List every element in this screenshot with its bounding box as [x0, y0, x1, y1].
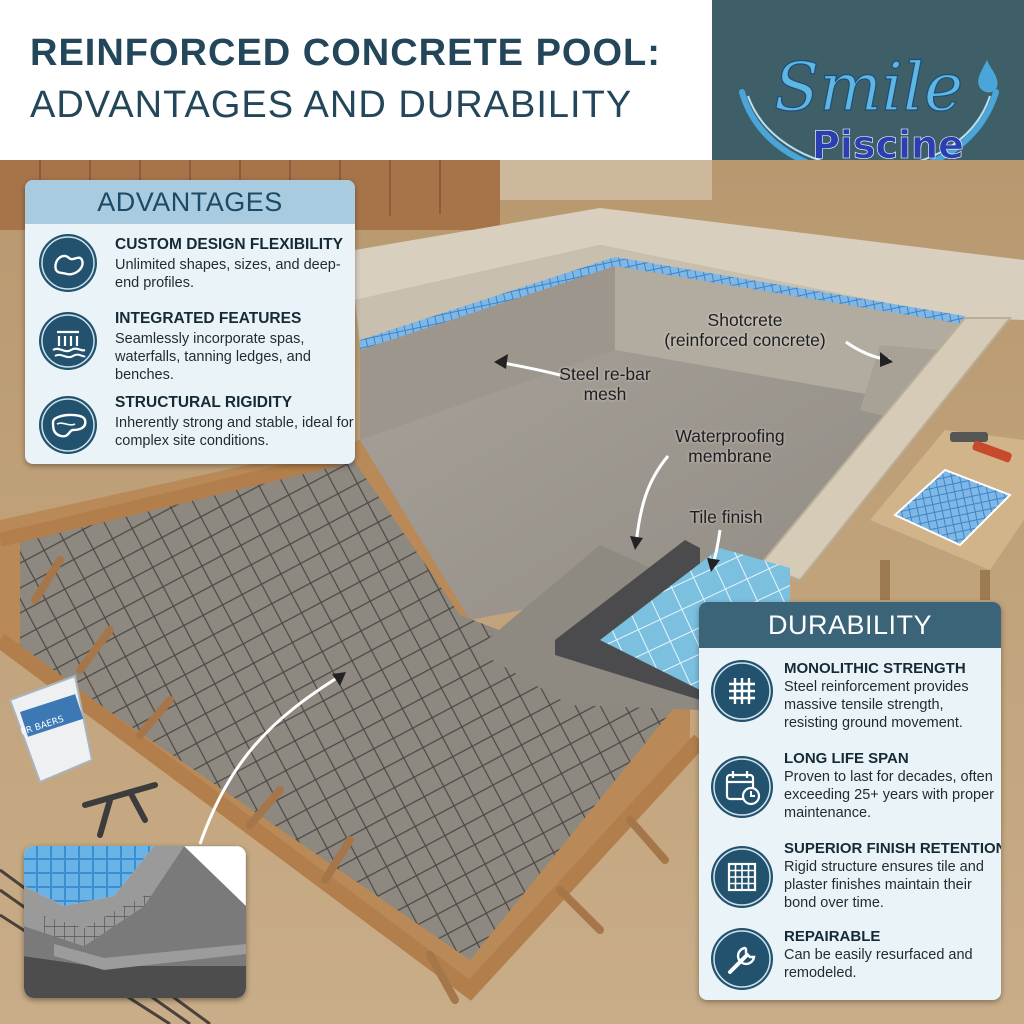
durability-text: Rigid structure ensures tile and plaster…: [784, 859, 984, 911]
page-title-line2: ADVANTAGES AND DURABILITY: [30, 84, 633, 126]
pool-outline-icon: [39, 396, 97, 454]
steel-rebar-mesh: [20, 455, 680, 960]
logo-word-smile: Smile: [774, 49, 963, 126]
membrane-label-line2: membrane: [688, 446, 772, 466]
advantage-text: Seamlessly incorporate spas, waterfalls,…: [115, 331, 311, 383]
tile-finish: [600, 548, 790, 690]
shape-icon: [39, 234, 97, 292]
advantage-title: INTEGRATED FEATURES: [115, 310, 302, 327]
membrane-label-line1: Waterproofing: [675, 426, 785, 446]
advantage-title: STRUCTURAL RIGIDITY: [115, 394, 293, 411]
layer-cross-section-diagram: [24, 846, 246, 998]
advantages-panel: ADVANTAGES CUSTOM DESIGN FLEXIBILITY Unl…: [25, 180, 355, 464]
durability-panel: DURABILITY MONOLITHIC STRENGTH Steel rei…: [699, 602, 1001, 1000]
durability-title: REPAIRABLE: [784, 928, 881, 945]
shotcrete-label: Shotcrete (reinforced concrete): [640, 310, 850, 350]
logo-panel: Smile Piscine: [712, 0, 1024, 238]
advantage-text: Inherently strong and stable, ideal for …: [115, 415, 354, 449]
durability-text: Can be easily resurfaced and remodeled.: [784, 947, 973, 981]
cross-section-inset: [24, 846, 246, 998]
shotcrete-label-line2: (reinforced concrete): [664, 330, 826, 350]
smile-piscine-logo: Smile Piscine: [739, 48, 999, 178]
wrench-icon: [711, 928, 773, 990]
logo-word-piscine: Piscine: [812, 123, 964, 167]
tile-finish-label: Tile finish: [689, 507, 763, 527]
header-band: REINFORCED CONCRETE POOL: ADVANTAGES AND…: [0, 0, 712, 160]
durability-text: Proven to last for decades, often exceed…: [784, 769, 994, 821]
page-title-line1: REINFORCED CONCRETE POOL:: [30, 32, 661, 74]
durability-title: SUPERIOR FINISH RETENTION: [784, 840, 1001, 857]
durability-text: Steel reinforcement provides massive ten…: [784, 679, 969, 731]
advantages-heading: ADVANTAGES: [25, 180, 355, 224]
durability-title: LONG LIFE SPAN: [784, 750, 909, 767]
rebar-tie-tool: [82, 782, 158, 838]
durability-heading: DURABILITY: [699, 602, 1001, 648]
waterfall-icon: [39, 312, 97, 370]
cement-bag: PR BAERS: [8, 674, 94, 784]
rebar-label-line1: Steel re-bar: [559, 364, 651, 384]
staple-gun-tool: [950, 432, 1012, 463]
calendar-clock-icon: [711, 756, 773, 818]
tile-sample: [893, 468, 1012, 547]
shotcrete-label-line1: Shotcrete: [707, 310, 783, 330]
membrane-label: Waterproofing membrane: [660, 426, 800, 466]
durability-title: MONOLITHIC STRENGTH: [784, 660, 966, 677]
rebar-grid-icon: [711, 660, 773, 722]
rebar-label-line2: mesh: [583, 384, 627, 404]
advantage-title: CUSTOM DESIGN FLEXIBILITY: [115, 236, 343, 253]
advantage-text: Unlimited shapes, sizes, and deep-end pr…: [115, 257, 341, 291]
tile-grid-icon: [711, 846, 773, 908]
rebar-label: Steel re-bar mesh: [545, 364, 665, 404]
